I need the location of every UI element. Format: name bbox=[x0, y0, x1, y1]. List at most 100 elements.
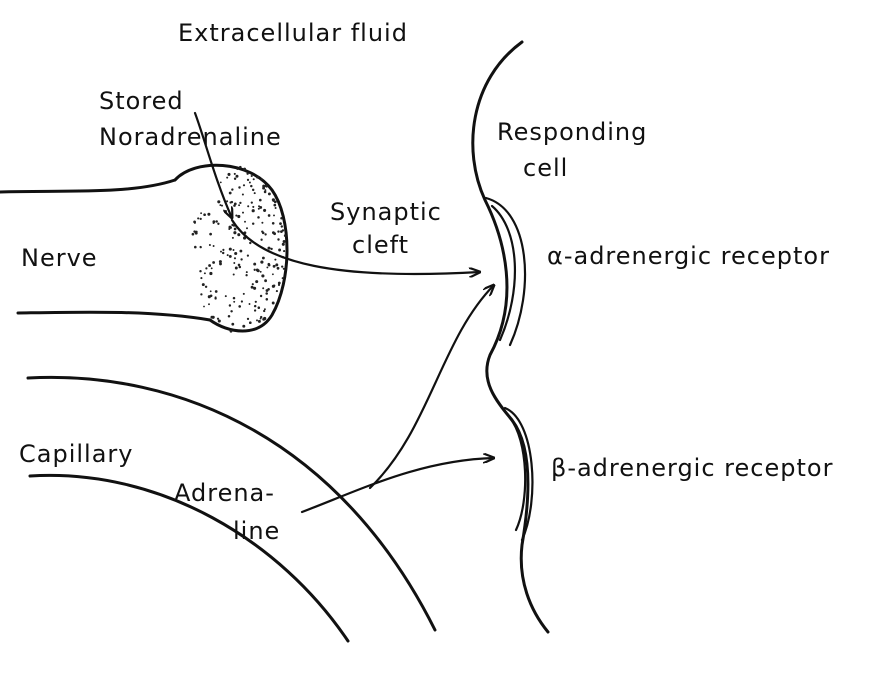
vesicle-dot bbox=[278, 249, 281, 252]
vesicle-dot bbox=[242, 325, 245, 328]
vesicle-dot bbox=[200, 277, 202, 279]
vesicle-dot bbox=[204, 272, 206, 274]
vesicle-dot bbox=[230, 310, 232, 312]
vesicle-dot bbox=[209, 272, 212, 275]
vesicle-dot bbox=[273, 214, 275, 216]
vesicle-dot bbox=[253, 263, 256, 266]
vesicle-dot bbox=[199, 270, 201, 272]
vesicle-dot bbox=[243, 293, 245, 295]
vesicle-dot bbox=[230, 330, 233, 333]
capillary-label: Capillary bbox=[19, 440, 133, 468]
vesicle-dot bbox=[234, 228, 237, 231]
vesicle-dot bbox=[252, 189, 254, 191]
vesicle-dot bbox=[208, 264, 211, 267]
vesicle-dot bbox=[244, 221, 246, 223]
vesicle-dot bbox=[250, 185, 252, 187]
vesicle-dot bbox=[222, 252, 224, 254]
vesicle-dot bbox=[256, 269, 259, 272]
vesicle-dot bbox=[218, 319, 221, 322]
vesicle-dot bbox=[255, 280, 258, 283]
vesicle-dot bbox=[260, 295, 262, 297]
vesicle-dot bbox=[256, 319, 258, 321]
vesicle-dot bbox=[260, 318, 262, 320]
vesicle-dot bbox=[225, 295, 227, 297]
vesicle-dot bbox=[210, 316, 213, 319]
vesicle-dot bbox=[272, 222, 275, 225]
vesicle-dot bbox=[251, 201, 253, 203]
vesicle-dot bbox=[252, 209, 255, 212]
vesicle-dot bbox=[247, 255, 249, 257]
vesicle-dot bbox=[239, 266, 242, 269]
vesicle-dot bbox=[264, 191, 267, 194]
vesicle-dot bbox=[272, 273, 274, 275]
nerve-axon-lower-line bbox=[18, 312, 210, 320]
vesicle-dot bbox=[256, 176, 259, 179]
vesicle-dot bbox=[195, 232, 198, 235]
alpha-receptor-label: α-adrenergic receptor bbox=[547, 242, 830, 270]
vesicle-dot bbox=[215, 290, 218, 293]
vesicle-dot bbox=[227, 173, 230, 176]
vesicle-dot bbox=[236, 168, 238, 170]
vesicle-dot bbox=[247, 205, 249, 207]
vesicle-dot bbox=[267, 263, 270, 266]
vesicle-dot bbox=[266, 266, 268, 268]
vesicle-dot bbox=[260, 239, 262, 241]
vesicle-dot bbox=[234, 252, 237, 255]
vesicle-dot bbox=[283, 240, 286, 243]
vesicle-dot bbox=[272, 285, 275, 288]
vesicle-dot bbox=[258, 306, 261, 309]
vesicle-dot bbox=[229, 248, 232, 251]
vesicle-dot bbox=[245, 274, 247, 276]
vesicle-dot bbox=[213, 222, 215, 224]
vesicle-dot bbox=[236, 175, 239, 178]
vesicle-dot bbox=[233, 301, 235, 303]
vesicle-dot bbox=[267, 247, 270, 250]
vesicle-dot bbox=[277, 267, 280, 270]
vesicle-dot bbox=[208, 295, 211, 298]
vesicle-dot bbox=[221, 205, 223, 207]
vesicle-dot bbox=[275, 207, 277, 209]
vesicle-dot bbox=[202, 283, 205, 286]
vesicle-dot bbox=[243, 184, 245, 186]
vesicle-dot bbox=[266, 186, 268, 188]
vesicle-dot bbox=[203, 306, 205, 308]
vesicle-dot bbox=[220, 181, 222, 183]
vesicle-dot bbox=[261, 222, 263, 224]
vesicle-dot bbox=[274, 259, 276, 261]
vesicle-dot bbox=[265, 292, 268, 295]
vesicle-dot bbox=[235, 267, 238, 270]
vesicle-dot bbox=[254, 309, 256, 311]
vesicle-dot bbox=[193, 221, 196, 224]
vesicle-dot bbox=[233, 262, 235, 264]
vesicle-dot bbox=[229, 255, 232, 258]
vesicle-dot bbox=[264, 279, 267, 282]
vesicle-dot bbox=[200, 218, 202, 220]
vesicle-dot bbox=[192, 233, 195, 236]
vesicle-dot bbox=[209, 233, 212, 236]
vesicle-dot bbox=[242, 212, 244, 214]
vesicle-dot bbox=[231, 201, 233, 203]
vesicle-dot bbox=[260, 261, 263, 264]
vesicle-dot bbox=[232, 188, 234, 190]
vesicle-dot bbox=[235, 215, 237, 217]
vesicle-dot bbox=[280, 217, 283, 220]
vesicle-dot bbox=[253, 178, 255, 180]
vesicle-dot bbox=[251, 175, 253, 177]
vesicle-dot bbox=[228, 315, 231, 318]
vesicle-dot bbox=[282, 243, 285, 246]
vesicle-dot bbox=[254, 192, 256, 194]
vesicle-dot bbox=[261, 178, 263, 180]
vesicle-dot bbox=[258, 320, 261, 323]
vesicle-dot bbox=[252, 283, 254, 285]
vesicle-dot bbox=[283, 268, 285, 270]
vesicle-dot bbox=[282, 277, 284, 279]
vesicle-dot bbox=[207, 213, 210, 216]
vesicle-dot bbox=[233, 273, 235, 275]
vesicle-dot bbox=[249, 321, 252, 324]
vesicle-dot bbox=[254, 269, 256, 271]
vesicle-dot bbox=[247, 179, 249, 181]
vesicle-dot bbox=[242, 193, 244, 195]
vesicle-dot bbox=[234, 178, 236, 180]
vesicle-dot bbox=[246, 271, 248, 273]
